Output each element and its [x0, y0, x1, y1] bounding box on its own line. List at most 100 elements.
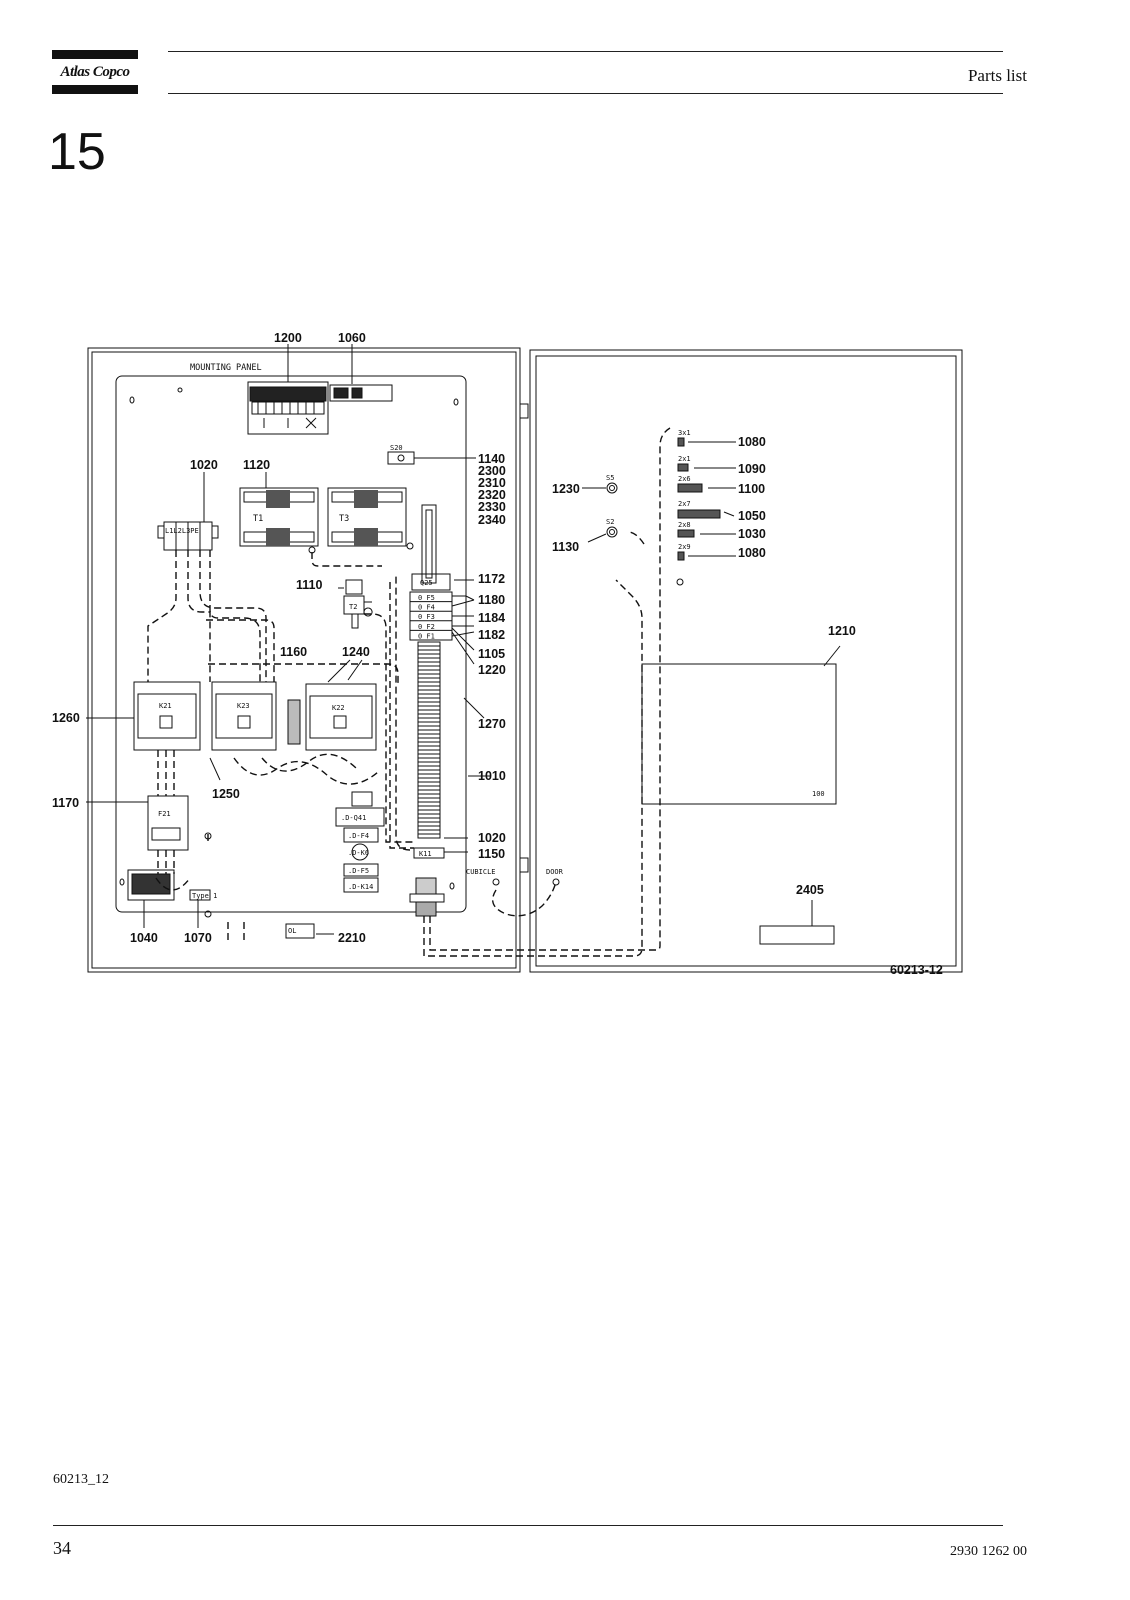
callout-2340: 2340	[478, 513, 506, 527]
f1-label: 0 F1	[418, 632, 435, 640]
callout-2300: 2300	[478, 464, 506, 478]
logo-bar-bottom	[52, 85, 138, 94]
q25-label: Q25	[420, 579, 433, 587]
figure-code: 60213_12	[53, 1472, 109, 1487]
callout-1160: 1160	[280, 645, 307, 659]
callout-1110: 1110	[296, 578, 322, 592]
callout-1050: 1050	[738, 509, 766, 523]
gland-2x8: 2x8	[678, 521, 691, 529]
logo-wordmark: Atlas Copco	[60, 64, 130, 80]
df5-label: .D-F5	[348, 867, 369, 875]
gland-2x9: 2x9	[678, 543, 691, 551]
callout-1140: 1140	[478, 452, 505, 466]
f5-label: 0 F5	[418, 594, 435, 602]
callout-1090: 1090	[738, 462, 766, 476]
callout-1220: 1220	[478, 663, 506, 677]
gland-3x1: 3x1	[678, 429, 691, 437]
callout-2405: 2405	[796, 883, 824, 897]
k23-label: K23	[237, 702, 250, 710]
callout-2310: 2310	[478, 476, 506, 490]
callout-1060: 1060	[338, 331, 366, 345]
document-pocket-1210	[641, 663, 837, 805]
callout-1105: 1105	[478, 647, 505, 661]
callout-2210: 2210	[338, 931, 366, 945]
l123-label: L1L2L3PE	[165, 527, 199, 535]
gland-2x6: 2x6	[678, 475, 691, 483]
document-number: 2930 1262 00	[950, 1544, 1027, 1559]
drawing-code: 60213-12	[890, 963, 943, 977]
callout-1100: 1100	[738, 482, 765, 496]
gland-2x7: 2x7	[678, 500, 691, 508]
ol-label: OL	[288, 927, 296, 935]
callout-1184: 1184	[478, 611, 505, 625]
section-number: 15	[48, 123, 106, 181]
ol-label-plate	[285, 923, 315, 939]
din-rail	[421, 504, 437, 584]
door-label: DOOR	[546, 868, 564, 876]
dk6-label: .D-K6	[348, 849, 369, 857]
cubicle-label: CUBICLE	[466, 868, 496, 876]
logo-bar-top	[52, 50, 138, 59]
cabinet-drawing: MOUNTING PANEL S20 T1 T3	[48, 330, 968, 995]
callout-2320: 2320	[478, 488, 506, 502]
callout-1180: 1180	[478, 593, 505, 607]
gland-2x1: 2x1	[678, 455, 691, 463]
nameplate-1040	[127, 869, 175, 901]
callout-1250: 1250	[212, 787, 240, 801]
contactor-k22	[305, 683, 377, 751]
callout-1130: 1130	[552, 540, 579, 554]
s2-label: S2	[606, 518, 614, 526]
cabinet-drawing-svg: MOUNTING PANEL S20 T1 T3	[52, 331, 963, 977]
relay-k11	[413, 847, 445, 859]
header-rule-bottom	[168, 93, 1003, 94]
page-number: 34	[53, 1538, 71, 1558]
atlas-copco-logo: Atlas Copco	[52, 50, 138, 94]
callout-1080-bottom: 1080	[738, 546, 766, 560]
cable-duct-1010	[417, 641, 441, 839]
callout-1170: 1170	[52, 796, 79, 810]
module-dq41	[335, 807, 385, 827]
dk14-label: .D-K14	[348, 883, 373, 891]
callout-1020-top: 1020	[190, 458, 218, 472]
callout-1200: 1200	[274, 331, 302, 345]
callout-1230: 1230	[552, 482, 580, 496]
header-title: Parts list	[967, 66, 1027, 85]
s5-label: S5	[606, 474, 614, 482]
callout-1210: 1210	[828, 624, 856, 638]
k21-label: K21	[159, 702, 172, 710]
t3-label: T3	[339, 514, 349, 524]
header-rule-top	[168, 51, 1003, 52]
callout-1010: 1010	[478, 769, 506, 783]
callout-1080-top: 1080	[738, 435, 766, 449]
mounting-panel	[115, 375, 467, 913]
type-label-plate	[189, 889, 211, 901]
callout-1240: 1240	[342, 645, 370, 659]
contactor-k21	[133, 681, 201, 751]
callout-1150: 1150	[478, 847, 505, 861]
s20-label: S20	[390, 444, 403, 452]
switch-s20	[387, 451, 415, 465]
dq41-label: .D-Q41	[341, 814, 366, 822]
callout-1182: 1182	[478, 628, 505, 642]
panel-title: MOUNTING PANEL	[190, 363, 262, 373]
transformer-t2	[345, 579, 363, 595]
type-label: Type 1	[192, 892, 217, 900]
k22-label: K22	[332, 704, 345, 712]
callout-1270: 1270	[478, 717, 506, 731]
t2-label: T2	[349, 603, 357, 611]
k11-label: K11	[419, 850, 432, 858]
callout-1070: 1070	[184, 931, 212, 945]
f2-label: 0 F2	[418, 623, 435, 631]
cabinet-frame	[87, 347, 521, 973]
callout-1172: 1172	[478, 572, 505, 586]
callout-1040: 1040	[130, 931, 158, 945]
plate-2405	[759, 925, 835, 945]
f4-label: 0 F4	[418, 604, 435, 612]
f3-label: 0 F3	[418, 613, 435, 621]
contactor-k23	[211, 681, 277, 751]
box-100-label: 100	[812, 790, 825, 798]
callout-1030: 1030	[738, 527, 766, 541]
breaker-q25	[411, 573, 451, 591]
t1-label: T1	[253, 514, 263, 524]
callout-1260: 1260	[52, 711, 80, 725]
